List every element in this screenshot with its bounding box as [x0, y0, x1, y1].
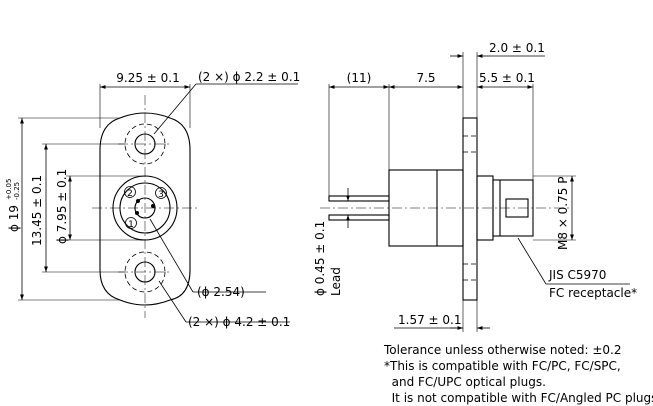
notes-block: Tolerance unless otherwise noted: ±0.2 *… — [384, 342, 653, 406]
body-dimension-text: 7.5 — [416, 71, 435, 85]
center-body-ring — [119, 182, 171, 234]
pin-circle-dimension-text: (ϕ 2.54) — [197, 285, 245, 299]
width-dimension-text: 9.25 ± 0.1 — [116, 71, 180, 85]
note-incompatibility: It is not compatible with FC/Angled PC p… — [384, 391, 653, 405]
lead-length-dimension-text: (11) — [347, 71, 372, 85]
offset-dimension-text: 1.57 ± 0.1 — [398, 313, 462, 327]
diameter-tolerance-minus: -0.25 — [13, 182, 21, 200]
bottom-hole-leader — [158, 280, 187, 323]
receptacle-label-line2: FC receptacle* — [549, 286, 637, 300]
top-hole-counterbore — [124, 123, 166, 165]
receptacle-dimension-text: 5.5 ± 0.1 — [479, 71, 535, 85]
note-compatibility-cont: and FC/UPC optical plugs. — [384, 375, 546, 389]
receptacle-label-line1: JIS C5970 — [548, 268, 606, 282]
height-dimension-text: 13.45 ± 0.1 — [30, 175, 44, 246]
lead-bottom — [328, 214, 390, 221]
thread-dimension-text: M8 × 0.75 P — [556, 177, 570, 250]
flange-dimension-text: 2.0 ± 0.1 — [489, 41, 545, 55]
lead-top — [328, 195, 390, 202]
pin-3-dot — [151, 204, 155, 208]
note-tolerance: Tolerance unless otherwise noted: ±0.2 — [384, 343, 622, 357]
pin-2-label: 2 — [127, 189, 133, 199]
bottom-hole-dimension-text: (2 ×) ϕ 4.2 ± 0.1 — [188, 315, 290, 329]
lead-dia-dimension-text: ϕ 0.45 ± 0.1 — [313, 221, 327, 296]
diameter-dimension-text: ϕ 19 — [7, 205, 21, 232]
receptacle-thread — [492, 179, 534, 237]
bottom-hole-counterbore — [124, 251, 166, 293]
receptacle-leader — [517, 237, 547, 285]
pin-1-label: 1 — [128, 220, 134, 230]
front-view: 1 2 3 9.25 ± 0.1 (2 ×) ϕ 2.2 ± 0.1 ϕ 19 … — [5, 70, 300, 329]
flange-outline — [99, 112, 191, 306]
pin-2-dot — [136, 199, 140, 203]
lead-label: Lead — [329, 267, 343, 296]
pin-1-dot — [135, 211, 139, 215]
top-hole-dimension-text: (2 ×) ϕ 2.2 ± 0.1 — [198, 70, 300, 84]
center-stem — [134, 197, 156, 219]
pin-3-label: 3 — [158, 190, 164, 200]
inner-dimension-text: ϕ 7.95 ± 0.1 — [55, 169, 69, 244]
top-hole-leader — [153, 83, 197, 135]
pin-3-marker — [155, 187, 167, 199]
side-view: (11) 7.5 5.5 ± 0.1 2.0 ± 0.1 M8 × 0.75 P… — [313, 41, 637, 332]
pin-1-marker — [125, 217, 137, 229]
top-mounting-hole — [134, 133, 156, 155]
side-flange — [462, 117, 478, 301]
pin-circle-leader — [149, 218, 194, 293]
note-compatibility: *This is compatible with FC/PC, FC/SPC, — [384, 359, 621, 373]
diameter-tolerance-plus: +0.05 — [5, 179, 13, 200]
pin-2-marker — [124, 186, 136, 198]
receptacle-key — [505, 198, 529, 218]
bottom-mounting-hole — [134, 261, 156, 283]
